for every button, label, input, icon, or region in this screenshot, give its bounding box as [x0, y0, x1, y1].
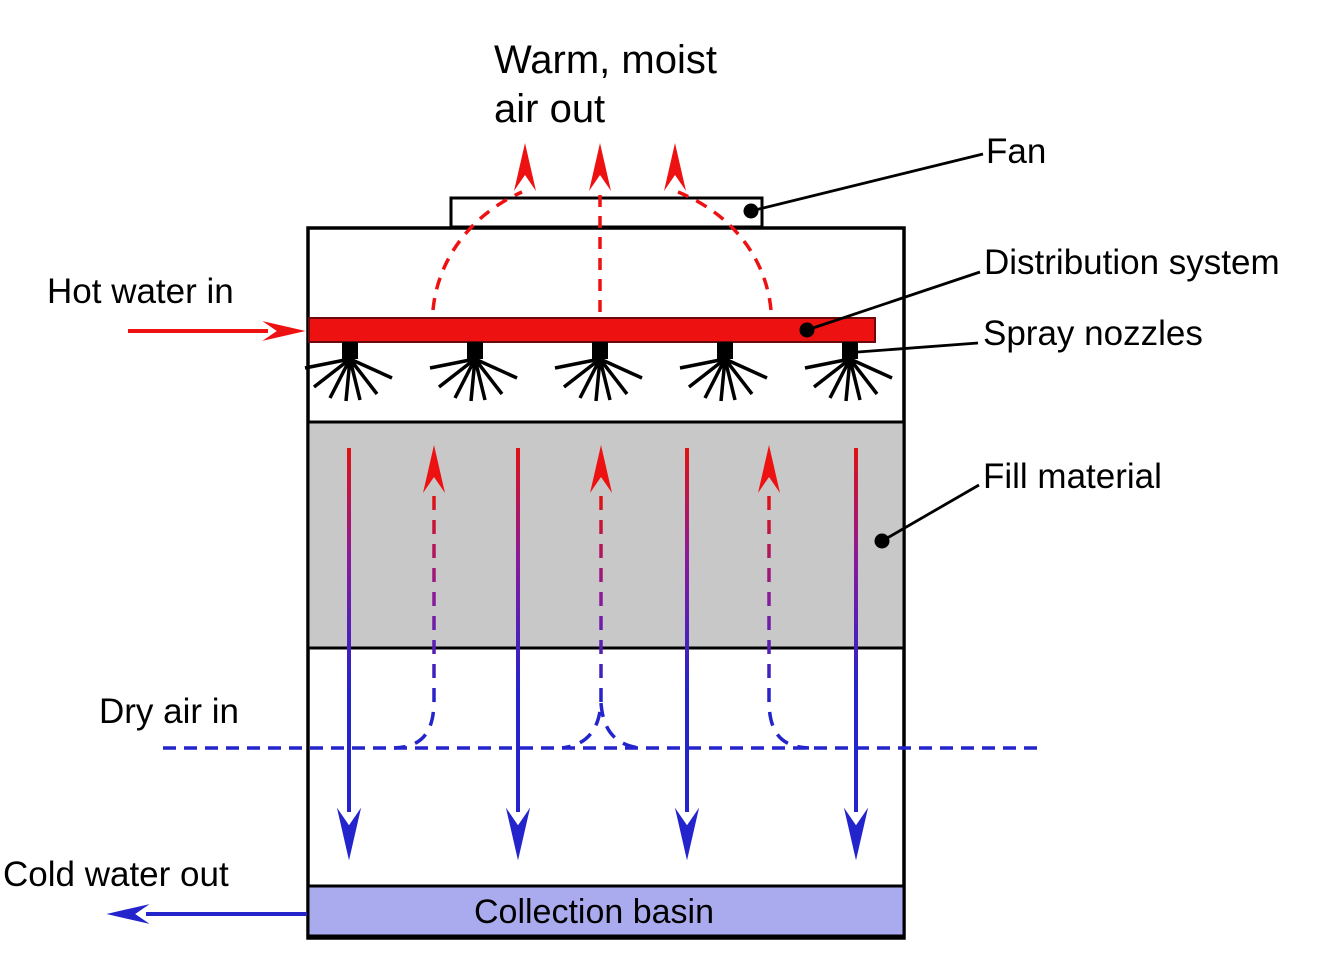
spray-nozzle-icon [429, 342, 518, 402]
leader-line-fan [750, 152, 984, 213]
leader-line-spray-nozzles [857, 341, 979, 354]
distribution-system-label: Distribution system [984, 243, 1280, 282]
cold-water-arrow-icon [106, 904, 150, 924]
warm-moist-air-out-label: Warm, moist air out [494, 36, 717, 134]
cold-water-out-label: Cold water out [3, 855, 229, 894]
fill-region [306, 420, 906, 650]
water-streams [347, 448, 858, 812]
warm-air-arrowheads [514, 143, 686, 191]
cold-water-arrow [106, 904, 307, 924]
spray-nozzle-icon [679, 342, 768, 402]
warm-air-arrow-icon [589, 143, 611, 191]
collection-basin-label: Collection basin [473, 893, 715, 931]
callout-leaders [743, 152, 984, 549]
warm-air-arrow-icon [664, 143, 686, 191]
warm-moist-line1: Warm, moist [494, 38, 717, 82]
leader-dot-fill-material [874, 533, 890, 549]
leader-line-fill-material [881, 483, 980, 543]
fan-label: Fan [986, 132, 1047, 171]
spray-nozzle-icon [804, 342, 893, 402]
spray-nozzle-row [304, 342, 893, 402]
spray-nozzle-icon [304, 342, 393, 402]
dry-air-in-label: Dry air in [99, 692, 240, 731]
spray-nozzle-icon [554, 342, 643, 402]
fill-material-label: Fill material [983, 457, 1162, 496]
warm-air-stream-left [431, 190, 523, 311]
spray-nozzles-label: Spray nozzles [983, 314, 1203, 353]
leader-dot-distribution [799, 322, 815, 338]
leader-dot-fan [743, 203, 759, 219]
warm-air-arrow-icon [514, 143, 536, 191]
warm-air-dashed-streams [431, 190, 773, 312]
hot-water-arrow-icon [262, 321, 306, 341]
hot-water-in-label: Hot water in [47, 272, 234, 311]
warm-air-flow [431, 143, 773, 312]
warm-moist-line2: air out [494, 87, 606, 131]
distribution-pipe [308, 317, 876, 343]
hot-water-arrow [128, 321, 306, 341]
collection-basin [306, 884, 906, 938]
leader-line-distribution [806, 270, 981, 332]
